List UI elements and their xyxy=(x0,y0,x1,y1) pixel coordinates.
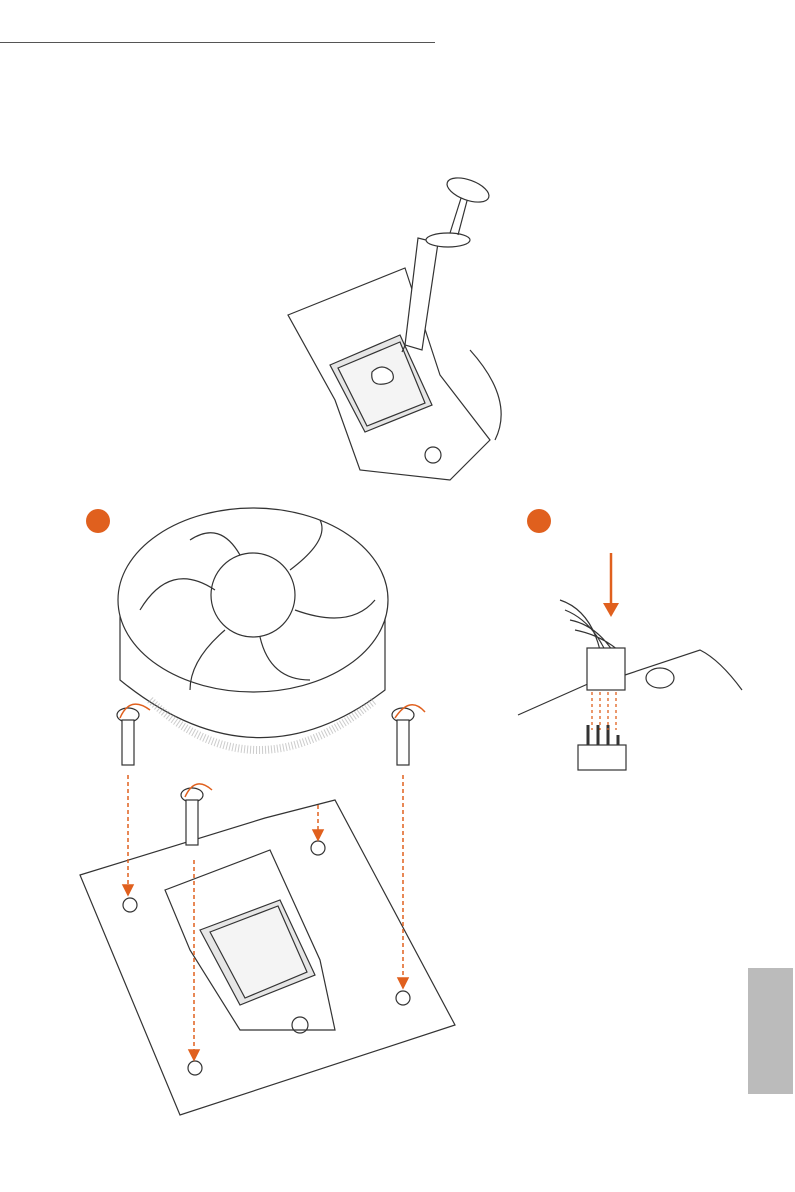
fan-header-icon xyxy=(577,744,627,771)
language-side-tab xyxy=(748,968,793,1094)
fan-plug-icon xyxy=(586,647,626,691)
screw-icon xyxy=(424,446,442,464)
fan-connector-figure xyxy=(517,553,743,771)
step-marker-2 xyxy=(527,509,551,533)
fan-icon xyxy=(117,507,389,693)
header-rule xyxy=(0,42,435,43)
push-pin-icons xyxy=(116,707,415,846)
screw-icon xyxy=(291,1016,309,1034)
syringe-icon xyxy=(401,177,490,353)
step-marker-1 xyxy=(86,509,110,533)
direction-arrows xyxy=(119,703,426,1062)
cooler-install-figure xyxy=(79,507,456,1116)
thermal-paste-figure xyxy=(287,177,502,481)
down-arrow-icon xyxy=(603,603,619,617)
